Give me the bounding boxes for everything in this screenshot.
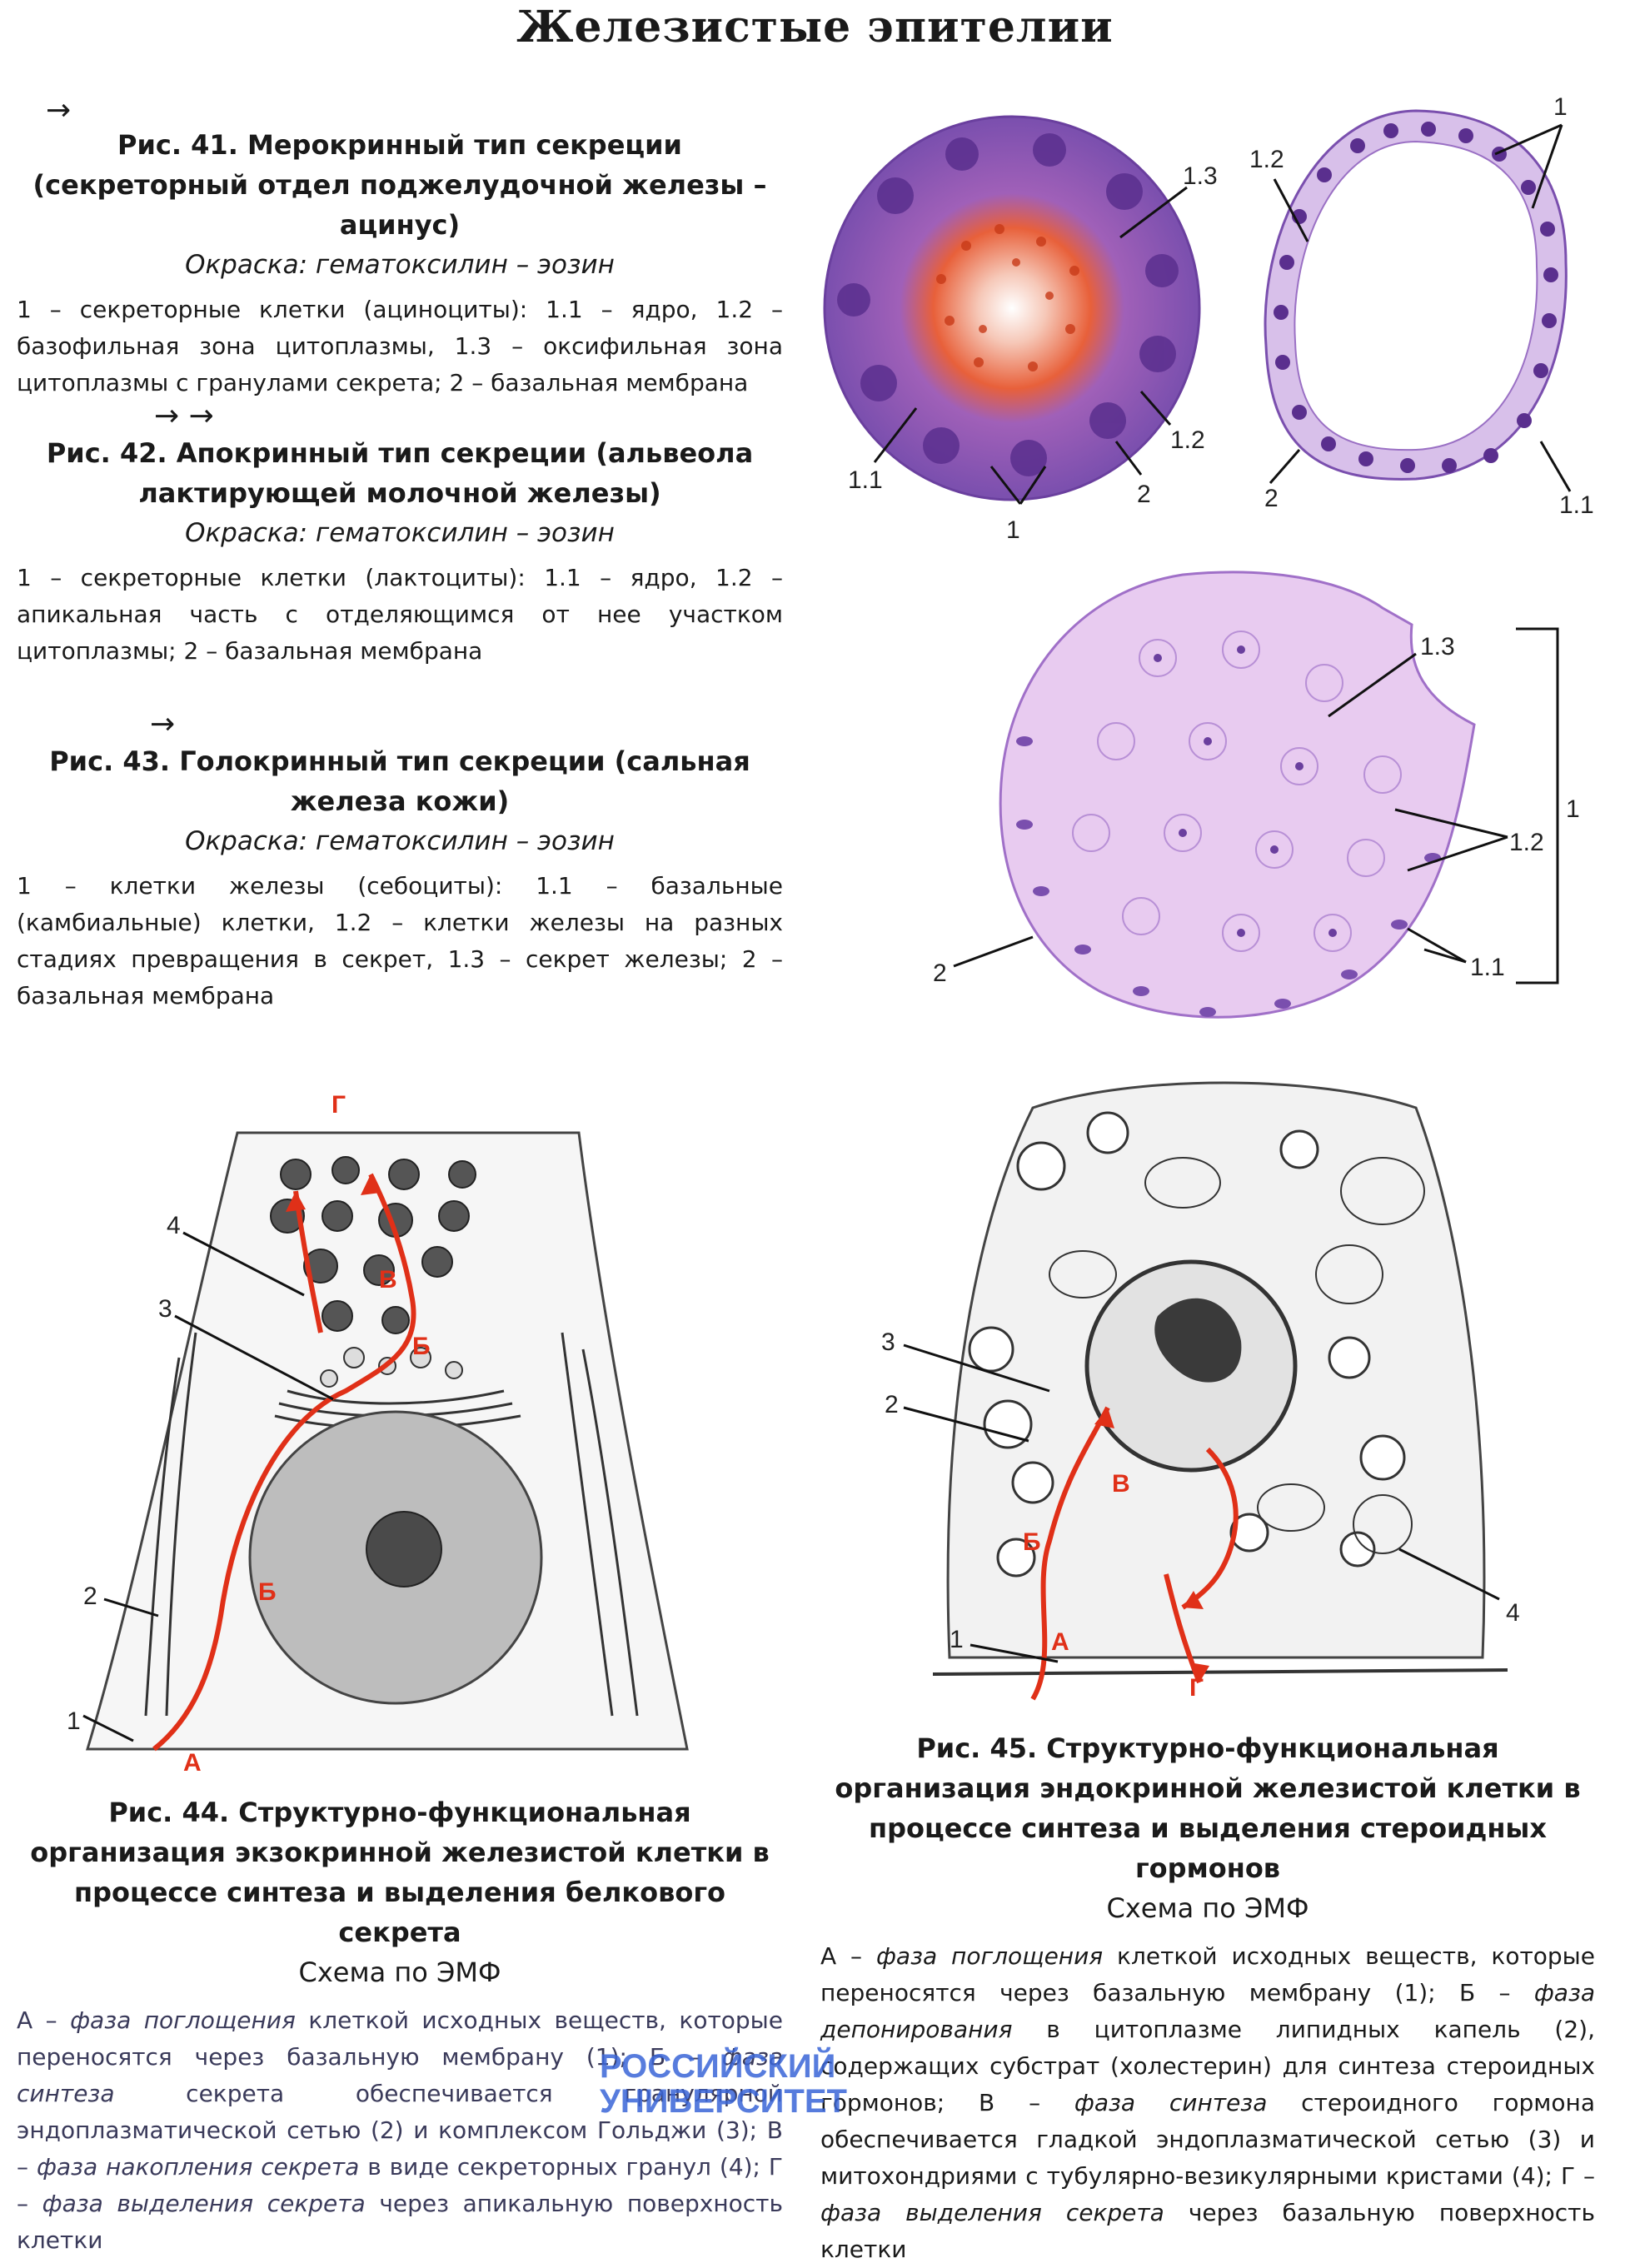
fig42-marker: → → xyxy=(154,399,214,433)
fig43-description: 1 – клетки железы (себоциты): 1.1 – база… xyxy=(17,872,783,1009)
fig41-caption: Рис. 41. Мерокринный тип секреции (секре… xyxy=(17,125,783,401)
fig44-desc-part: А – xyxy=(17,2006,71,2034)
fig44-label-V: В xyxy=(379,1266,397,1294)
fig43-stain: Окраска: гематоксилин – эозин xyxy=(185,826,615,856)
fig45-heading: Рис. 45. Структурно-функциональная орган… xyxy=(835,1732,1581,1884)
fig44-desc-part: фаза поглощения xyxy=(70,2006,296,2034)
fig44-desc-part: фаза выделения секрета xyxy=(42,2190,366,2217)
fig45-label-1: 1 xyxy=(950,1626,964,1653)
fig41-label-2: 2 xyxy=(1137,481,1151,508)
fig41-marker: → xyxy=(46,93,72,127)
fig44-desc-part: секрета обеспечивается гранулярной эндоп… xyxy=(17,2080,783,2181)
fig44-pointer-lines xyxy=(82,1231,334,1742)
fig43-pointer-lines xyxy=(953,627,1559,984)
fig41-stain: Окраска: гематоксилин – эозин xyxy=(185,250,615,280)
fig45-label-V: В xyxy=(1112,1470,1130,1498)
fig45-label-3: 3 xyxy=(881,1328,895,1356)
fig42-stain: Окраска: гематоксилин – эозин xyxy=(185,518,615,548)
fig41-label-1-1: 1.1 xyxy=(848,466,883,494)
fig42-alveola-micrograph xyxy=(1264,109,1568,481)
fig43-label-1-1: 1.1 xyxy=(1470,954,1505,981)
fig42-caption: Рис. 42. Апокринный тип секреции (альвео… xyxy=(17,433,783,670)
fig44-label-B: Б xyxy=(258,1578,277,1606)
watermark: РОССИЙСКИЙ УНИВЕРСИТЕТ xyxy=(600,2048,847,2120)
fig42-label-1: 1 xyxy=(1553,93,1568,121)
fig45-endocrine-cell-diagram xyxy=(932,1081,1508,1701)
fig45-desc-part: фаза синтеза xyxy=(1074,2089,1268,2116)
fig45-caption: Рис. 45. Структурно-функциональная орган… xyxy=(820,1728,1595,2268)
fig45-desc-part: клеткой исходных веществ, которые перено… xyxy=(820,1942,1595,2006)
fig44-label-B-top: Б xyxy=(412,1333,431,1360)
fig41-label-1-3: 1.3 xyxy=(1183,162,1218,190)
fig45-desc-part: А – xyxy=(820,1942,876,1970)
fig43-label-1: 1 xyxy=(1566,795,1580,823)
fig45-pointer-lines xyxy=(903,1343,1500,1663)
fig41-heading: Рис. 41. Мерокринный тип секреции (секре… xyxy=(32,129,767,241)
fig45-label-B: Б xyxy=(1023,1528,1041,1556)
fig43-label-2: 2 xyxy=(933,960,947,987)
fig44-description: А – фаза поглощения клеткой исходных вещ… xyxy=(17,2002,783,2259)
fig43-caption: Рис. 43. Голокринный тип секреции (сальн… xyxy=(17,741,783,1014)
fig45-desc-part: в цитоплазме липидных капель (2), содерж… xyxy=(820,2016,1595,2116)
fig43-heading: Рис. 43. Голокринный тип секреции (сальн… xyxy=(49,745,750,817)
fig44-exocrine-cell-diagram xyxy=(85,1131,689,1752)
fig43-label-1-3: 1.3 xyxy=(1420,633,1455,660)
fig44-caption: Рис. 44. Структурно-функциональная орган… xyxy=(17,1792,783,2259)
fig44-desc-part: фаза накопления секрета xyxy=(36,2153,360,2181)
fig41-label-1-2: 1.2 xyxy=(1170,426,1205,454)
fig44-label-3: 3 xyxy=(158,1295,172,1323)
fig43-label-1-2: 1.2 xyxy=(1509,829,1544,856)
fig45-label-G: Г xyxy=(1189,1674,1204,1702)
fig45-schema: Схема по ЭМФ xyxy=(1106,1892,1309,1924)
fig42-heading: Рис. 42. Апокринный тип секреции (альвео… xyxy=(46,437,754,509)
fig44-label-G: Г xyxy=(331,1091,346,1119)
fig42-pointer-lines xyxy=(1269,123,1572,492)
fig41-description: 1 – секреторные клетки (ациноциты): 1.1 … xyxy=(17,296,783,396)
fig44-desc-part: фаза синтеза xyxy=(17,2043,783,2107)
fig41-label-1: 1 xyxy=(1006,516,1020,544)
fig44-schema: Схема по ЭМФ xyxy=(298,1956,501,1988)
fig44-desc-part: клеткой исходных веществ, которые перено… xyxy=(17,2006,783,2071)
fig41-acinus-micrograph xyxy=(823,115,1201,501)
fig42-label-2: 2 xyxy=(1264,485,1279,512)
page-title: Железистые эпителии xyxy=(516,2,1114,52)
fig45-description: А – фаза поглощения клеткой исходных вещ… xyxy=(820,1938,1595,2268)
fig44-heading: Рис. 44. Структурно-функциональная орган… xyxy=(30,1797,770,1948)
fig45-desc-part: фаза депонирования xyxy=(820,1979,1595,2043)
fig42-label-1-2: 1.2 xyxy=(1249,146,1284,173)
fig43-marker: → xyxy=(150,707,176,741)
fig45-label-4: 4 xyxy=(1506,1599,1520,1627)
fig45-desc-part: фаза выделения секрета xyxy=(820,2199,1164,2226)
fig45-label-A: А xyxy=(1051,1628,1069,1656)
fig43-sebaceous-micrograph xyxy=(999,571,1476,1019)
fig41-pointer-lines xyxy=(873,186,1188,505)
fig44-label-1: 1 xyxy=(67,1707,81,1735)
fig42-label-1-1: 1.1 xyxy=(1559,491,1594,519)
fig45-label-2: 2 xyxy=(885,1391,899,1418)
fig42-description: 1 – секреторные клетки (лактоциты): 1.1 … xyxy=(17,564,783,665)
fig44-label-2: 2 xyxy=(83,1583,97,1610)
fig44-label-A: А xyxy=(183,1749,202,1777)
fig45-desc-part: фаза поглощения xyxy=(875,1942,1104,1970)
fig44-label-4: 4 xyxy=(167,1212,181,1239)
